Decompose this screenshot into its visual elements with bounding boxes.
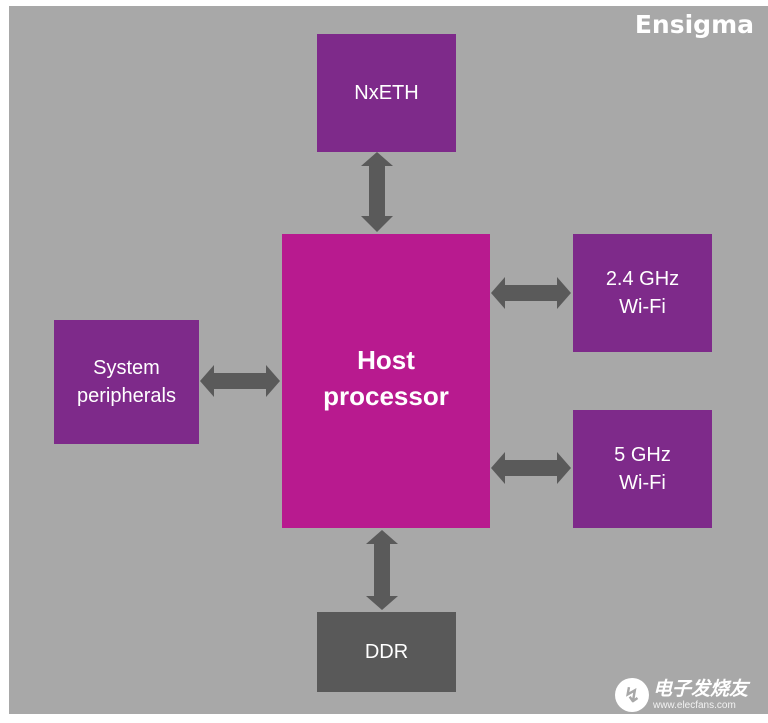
peripherals-label-line2: peripherals bbox=[77, 385, 176, 407]
arrow-host-ddr bbox=[366, 530, 398, 610]
watermark: ↯ 电子发烧友 www.elecfans.com bbox=[614, 678, 748, 712]
host-label-line1: Host bbox=[357, 345, 415, 375]
host-processor-block: Host processor bbox=[282, 234, 490, 528]
diagram-canvas: Ensigma NxETH Host processor 2.4 GHz Wi-… bbox=[9, 6, 768, 714]
ensigma-logo: Ensigma bbox=[634, 10, 754, 39]
host-label-line2: processor bbox=[323, 381, 449, 411]
wifi24-label-line2: Wi-Fi bbox=[619, 296, 666, 318]
connection-arrows bbox=[200, 152, 571, 610]
watermark-url: www.elecfans.com bbox=[652, 700, 736, 711]
arrow-host-wifi24 bbox=[491, 277, 571, 309]
wifi5-label-line1: 5 GHz bbox=[614, 444, 671, 466]
ddr-label: DDR bbox=[364, 641, 409, 663]
watermark-chinese-text: 电子发烧友 bbox=[652, 678, 748, 700]
arrow-nxeth-host bbox=[361, 152, 393, 232]
nxeth-label: NxETH bbox=[354, 82, 419, 104]
arrow-peripherals-host bbox=[200, 365, 280, 397]
watermark-logo-icon: ↯ bbox=[614, 678, 649, 712]
peripherals-label-line1: System bbox=[93, 357, 160, 379]
wifi-5ghz-block: 5 GHz Wi-Fi bbox=[573, 410, 712, 528]
ddr-block: DDR bbox=[317, 612, 456, 692]
wifi-24ghz-block: 2.4 GHz Wi-Fi bbox=[573, 234, 712, 352]
wifi5-label-line2: Wi-Fi bbox=[619, 472, 666, 494]
system-peripherals-block: System peripherals bbox=[54, 320, 199, 444]
arrow-host-wifi5 bbox=[491, 452, 571, 484]
nxeth-block: NxETH bbox=[317, 34, 456, 152]
wifi24-label-line1: 2.4 GHz bbox=[605, 268, 680, 290]
